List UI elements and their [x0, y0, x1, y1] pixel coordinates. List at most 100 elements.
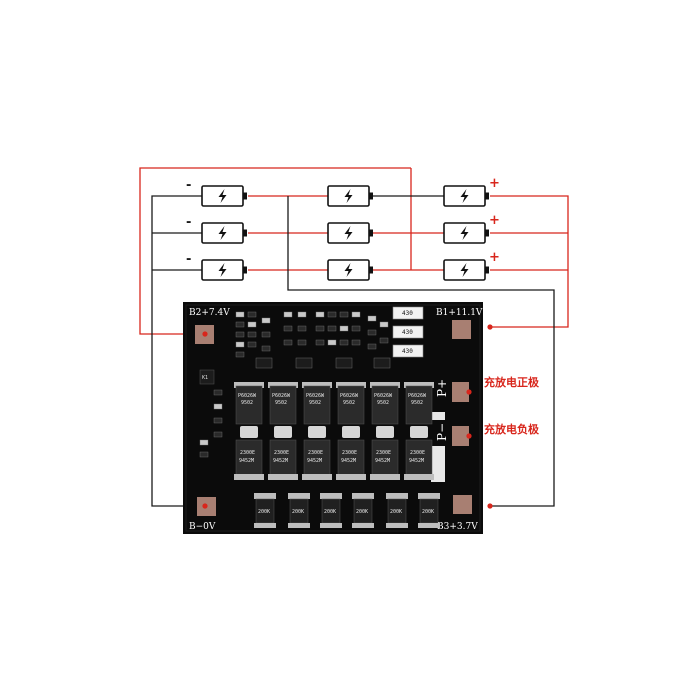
- lightning-bolt-icon: [218, 263, 227, 277]
- smd-part: [367, 329, 377, 336]
- smd-part: [213, 389, 223, 396]
- smd-part: [199, 451, 209, 458]
- capacitor-label: 200K: [324, 509, 336, 515]
- mosfet-bottom-text: 2300E: [410, 450, 425, 456]
- battery-icon: [201, 222, 247, 244]
- mosfet-top-text: P6026W: [306, 393, 325, 399]
- mosfet-top-text: 9502: [411, 400, 423, 406]
- resistor-2-value: 430: [402, 329, 413, 336]
- mosfet-bottom-text: 2300E: [240, 450, 255, 456]
- label-b3: B3+3.7V: [437, 522, 478, 532]
- smd-part: [339, 311, 349, 318]
- smd-components: [199, 311, 391, 458]
- pad-p-plus: [452, 382, 469, 402]
- smd-part: [235, 341, 245, 348]
- smd-part: [235, 311, 245, 318]
- capacitor: 200K: [418, 493, 440, 528]
- smd-part: [351, 325, 361, 332]
- lightning-bolt-icon: [460, 189, 469, 203]
- mosfet-top-text: P6026W: [238, 393, 257, 399]
- smd-part: [339, 339, 349, 346]
- mosfet-bottom-text: 2300E: [376, 450, 391, 456]
- smd-part: [261, 317, 271, 324]
- battery-icon: [327, 259, 373, 281]
- label-b2: B2+7.4V: [189, 308, 230, 318]
- mosfet-bottom-text: 9452M: [307, 458, 322, 464]
- mosfet-bottom-text: 9452M: [341, 458, 356, 464]
- smd-part: [297, 325, 307, 332]
- label-b0: B−0V: [189, 522, 216, 532]
- resistor-3-value: 430: [402, 348, 413, 355]
- ic-chip: [255, 357, 273, 369]
- smd-part: [199, 439, 209, 446]
- battery-icon: [443, 259, 489, 281]
- pad-p-minus: [452, 426, 469, 446]
- smd-part: [247, 331, 257, 338]
- capacitor-label: 200K: [292, 509, 304, 515]
- mosfet-top-text: 9502: [343, 400, 355, 406]
- resistor-1-value: 430: [402, 310, 413, 317]
- capacitor-row: 200K 200K 200K 200K 200K 200K: [254, 493, 440, 528]
- pad-b1: [452, 320, 471, 339]
- mosfet-bottom: 2300E 9452M: [336, 439, 366, 480]
- mosfet-top-text: P6026W: [374, 393, 393, 399]
- red-wire-right-loop: [490, 195, 569, 328]
- capacitor-label: 200K: [356, 509, 368, 515]
- capacitor-label: 200K: [258, 509, 270, 515]
- smd-part: [283, 311, 293, 318]
- smd-part: [235, 321, 245, 328]
- smd-part: [213, 417, 223, 424]
- battery-icon: [327, 222, 373, 244]
- ic-chip: [335, 357, 353, 369]
- mosfet-bottom-text: 9452M: [375, 458, 390, 464]
- capacitor: 200K: [352, 493, 374, 528]
- smd-part: [379, 337, 389, 344]
- smd-part: [213, 431, 223, 438]
- label-k1: K1: [202, 375, 208, 381]
- annotations: 充放电正极 充放电负极: [484, 375, 540, 436]
- smd-part: [379, 321, 389, 328]
- capacitor-label: 200K: [422, 509, 434, 515]
- plus-sign-row1: +: [489, 176, 500, 191]
- mosfet-top-text: 9502: [275, 400, 287, 406]
- smd-part: [367, 315, 377, 322]
- smd-part: [235, 351, 245, 358]
- mosfet-bottom-text: 9452M: [409, 458, 424, 464]
- minus-sign-row2: -: [186, 215, 191, 230]
- smd-part: [351, 311, 361, 318]
- smd-part: [327, 325, 337, 332]
- smd-part: [235, 331, 245, 338]
- smd-part: [247, 311, 257, 318]
- minus-sign-row1: -: [186, 178, 191, 193]
- ic-chip: [295, 357, 313, 369]
- mosfet-top-text: P6026W: [272, 393, 291, 399]
- mosfet-bottom-text: 9452M: [273, 458, 288, 464]
- smd-part: [261, 345, 271, 352]
- black-wire-left-bus: [151, 195, 204, 507]
- smd-part: [367, 343, 377, 350]
- polarity-signs: - - - + + +: [186, 176, 500, 267]
- mosfet-bottom-text: 2300E: [342, 450, 357, 456]
- plus-sign-row2: +: [489, 213, 500, 228]
- resistor-group: 430 430 430: [392, 306, 424, 358]
- mosfet-top-text: P6026W: [408, 393, 427, 399]
- smd-part: [297, 339, 307, 346]
- smd-part: [315, 311, 325, 318]
- lightning-bolt-icon: [344, 189, 353, 203]
- annotation-charge-positive: 充放电正极: [484, 375, 540, 389]
- lightning-bolt-icon: [460, 263, 469, 277]
- capacitor: 200K: [386, 493, 408, 528]
- mosfet-top-text: 9502: [309, 400, 321, 406]
- ic-chip: [373, 357, 391, 369]
- mosfet-top-text: 9502: [241, 400, 253, 406]
- smd-part: [297, 311, 307, 318]
- lightning-bolt-icon: [344, 226, 353, 240]
